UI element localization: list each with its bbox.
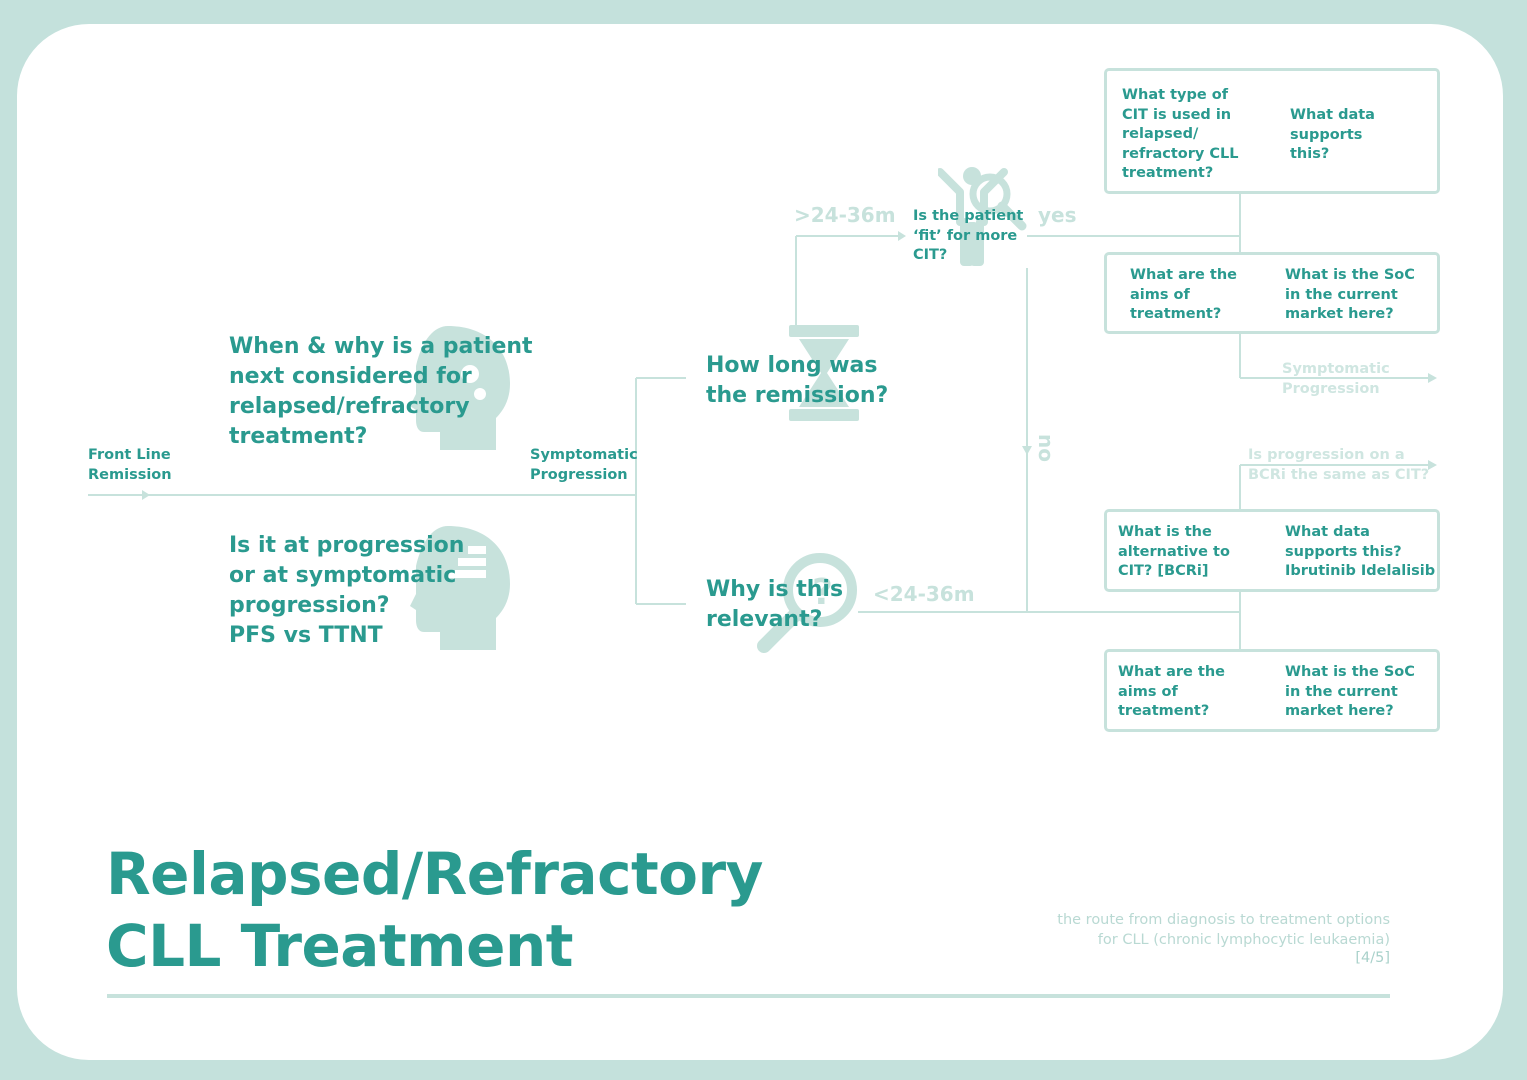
page-indicator: [4/5] [1355,950,1390,966]
svg-text:?: ? [812,572,833,613]
lt-duration-label: <24-36m [873,582,975,606]
no-label: no [1034,434,1058,462]
front-line-remission-label: Front Line Remission [88,447,172,483]
person-magnifier-icon [938,167,1027,266]
box-cit-type-left: What type of CIT is used in relapsed/ re… [1122,87,1239,181]
why-relevant-question: Why is this relevant? [706,577,844,632]
symptomatic-progression-label: Symptomatic Progression [530,447,638,483]
gt-duration-label: >24-36m [794,203,896,227]
head-steps-icon [410,526,510,650]
box-aims-bottom: What are the aims of treatment? What is … [1104,649,1440,732]
how-long-question: How long was the remission? [706,353,889,408]
title-underline [107,994,1390,998]
box-aims-top-left: What are the aims of treatment? [1130,267,1237,322]
page-subtitle: the route from diagnosis to treatment op… [1057,912,1390,948]
bcri-question: Is progression on a BCRi the same as CIT… [1248,447,1430,483]
box-alternative-right: What data supports this? Ibrutinib Idela… [1285,524,1436,579]
question-when-why: When & why is a patient next considered … [229,334,533,449]
page-title: Relapsed/Refractory CLL Treatment [106,840,763,980]
box-aims-top-right: What is the SoC in the current market he… [1285,267,1415,322]
box-aims-bottom-left: What are the aims of treatment? [1118,664,1225,719]
head-gears-icon [410,326,510,450]
question-progression: Is it at progression or at symptomatic p… [229,533,465,648]
box-aims-top: What are the aims of treatment? What is … [1104,252,1440,334]
box-cit-type-right: What data supports this? [1290,107,1375,162]
yes-label: yes [1038,203,1077,227]
magnifier-question-icon: ? [757,553,857,653]
box-cit-type: What type of CIT is used in relapsed/ re… [1104,68,1440,194]
hourglass-icon [789,325,859,421]
box-aims-bottom-right: What is the SoC in the current market he… [1285,664,1415,719]
symptomatic-progression-2-label: Symptomatic Progression [1282,361,1390,397]
fit-question: Is the patient ‘fit’ for more CIT? [913,208,1024,263]
box-alternative: What is the alternative to CIT? [BCRi] W… [1104,509,1440,592]
box-alternative-left: What is the alternative to CIT? [BCRi] [1118,524,1230,579]
